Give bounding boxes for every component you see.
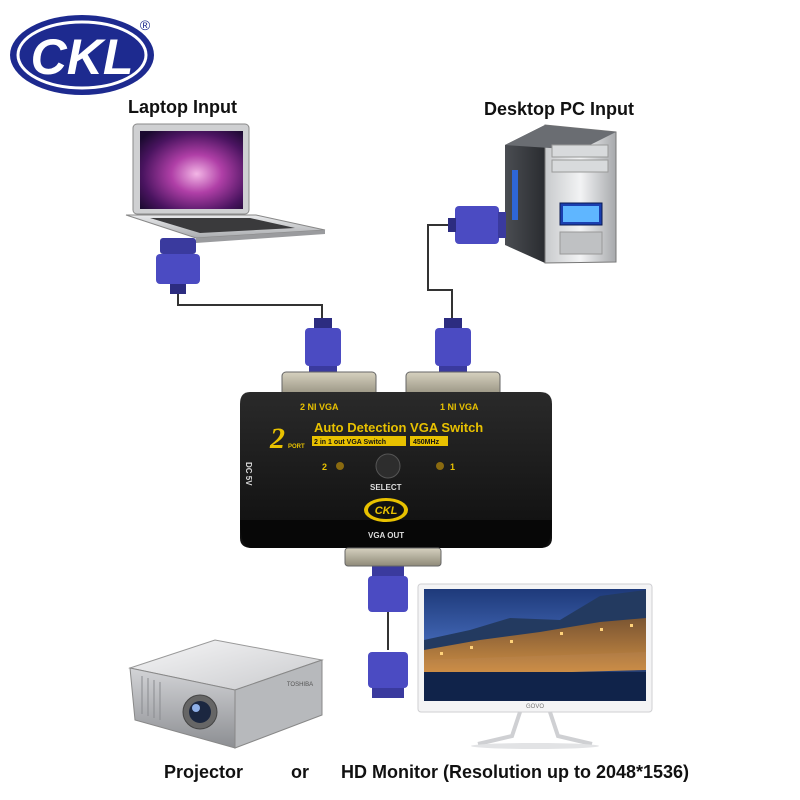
monitor-label: HD Monitor (Resolution up to 2048*1536) — [341, 762, 690, 782]
projector-brand: TOSHIBA — [287, 682, 313, 688]
dc-label: DC 5V — [244, 462, 253, 486]
vga-out-label: VGA OUT — [368, 531, 404, 540]
vga-connector-laptop — [156, 238, 200, 294]
port1-label: 1 NI VGA — [440, 402, 479, 412]
big-2: 2 — [269, 422, 285, 455]
laptop-input-label: Laptop Input — [128, 97, 237, 117]
switch-title: Auto Detection VGA Switch — [314, 420, 483, 435]
port-word: PORT — [288, 444, 305, 450]
or-label: or — [291, 762, 309, 782]
monitor-brand: GOVO — [526, 704, 544, 710]
select-label: SELECT — [370, 483, 402, 492]
projector-label: Projector — [164, 762, 244, 782]
vga-connector-input-1 — [435, 318, 471, 376]
led1-label: 1 — [450, 462, 455, 472]
led2-label: 2 — [322, 462, 327, 472]
vga-connector-output-bottom — [368, 652, 408, 698]
registered-mark: ® — [140, 17, 151, 33]
logo-text: CKL — [31, 29, 134, 85]
vga-connector-input-2 — [305, 318, 341, 376]
switch-logo-text: CKL — [375, 505, 398, 517]
vga-connector-desktop — [448, 206, 506, 244]
desktop-input-label: Desktop PC Input — [484, 99, 635, 119]
vga-connector-output-top — [368, 566, 408, 612]
switch-subtitle: 2 in 1 out VGA Switch — [314, 439, 386, 446]
port2-label: 2 NI VGA — [300, 402, 339, 412]
frequency: 450MHz — [413, 439, 440, 446]
